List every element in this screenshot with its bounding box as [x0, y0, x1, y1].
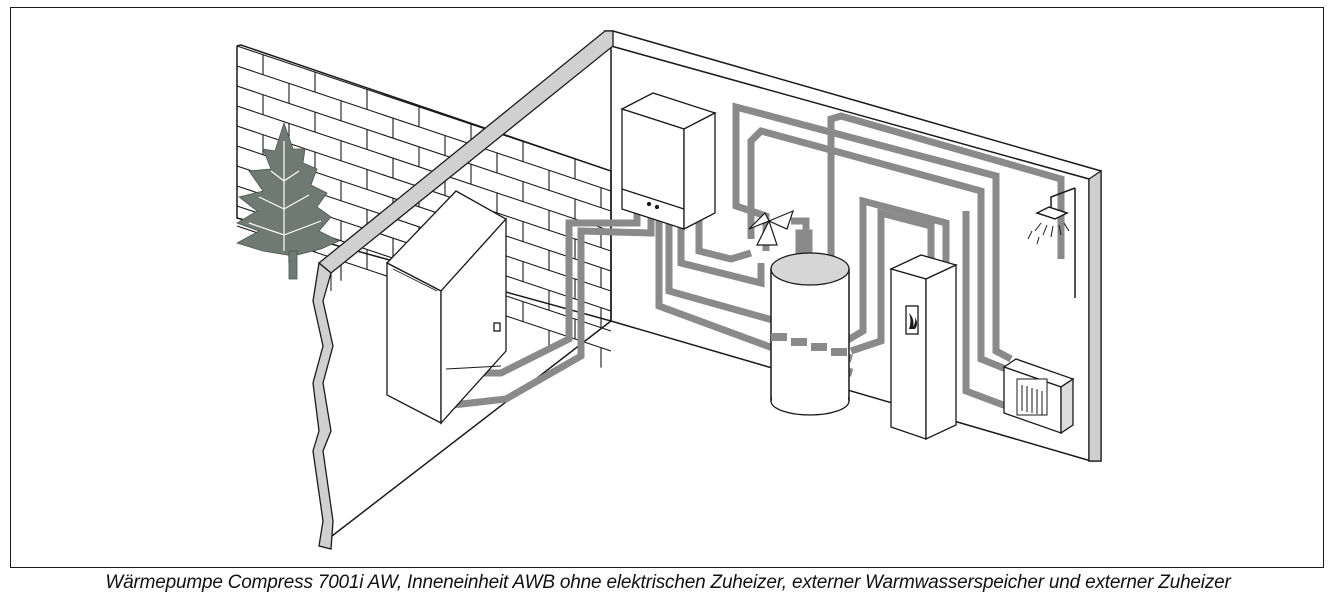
three-way-valve-icon: [748, 209, 794, 246]
tree-icon: [235, 121, 340, 280]
back-wall: [603, 30, 1102, 462]
indoor-unit-awb: [620, 92, 717, 231]
cut-front-wall: [312, 30, 614, 550]
room-floor: [318, 320, 1092, 547]
hot-water-tank: [770, 252, 850, 416]
external-auxiliary-heater: [889, 254, 958, 441]
radiator-icon: [1002, 358, 1075, 435]
figure-caption: Wärmepumpe Compress 7001i AW, Inneneinhe…: [105, 572, 1231, 593]
outdoor-unit: [385, 190, 508, 425]
shower-icon: [1027, 187, 1076, 298]
pipe-network: [452, 102, 1065, 410]
diagram-frame: [10, 7, 1324, 568]
